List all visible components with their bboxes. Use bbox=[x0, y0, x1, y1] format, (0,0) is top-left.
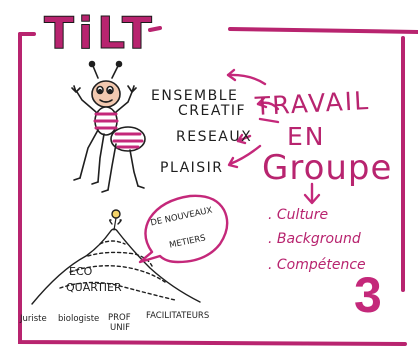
phrase-travail: TRAVAIL bbox=[254, 86, 371, 121]
keyword-ensemble: ENSEMBLE bbox=[151, 88, 239, 104]
ant-illustration bbox=[71, 60, 146, 193]
job-juriste: Juriste bbox=[20, 314, 47, 324]
job-biologiste: biologiste bbox=[58, 314, 100, 324]
frame-lines bbox=[18, 26, 418, 346]
page-number: 3 bbox=[354, 267, 382, 323]
bullet-background: . Background bbox=[268, 231, 361, 247]
keyword-arrows bbox=[226, 68, 321, 205]
mountain-label-eco: ECO bbox=[69, 265, 93, 278]
bullet-competence: . Compétence bbox=[268, 257, 366, 273]
job-facilitateurs: FACILITATEURS bbox=[146, 311, 210, 321]
page-title: TiLT bbox=[44, 8, 156, 60]
keyword-plaisir: PLAISIR bbox=[160, 160, 224, 176]
phrase-groupe: Groupe bbox=[262, 148, 393, 188]
phrase-en: EN bbox=[287, 122, 326, 151]
speech-bubble bbox=[138, 194, 229, 264]
keyword-creatif: CREATIF bbox=[178, 103, 247, 119]
keyword-reseaux: RESEAUX bbox=[176, 129, 253, 145]
job-unif: UNIF bbox=[110, 323, 130, 333]
bullet-culture: . Culture bbox=[268, 207, 329, 223]
job-prof: PROF bbox=[108, 313, 131, 323]
mountain-label-quartier: QUARTIER bbox=[66, 281, 122, 294]
mountain-illustration bbox=[31, 209, 201, 305]
